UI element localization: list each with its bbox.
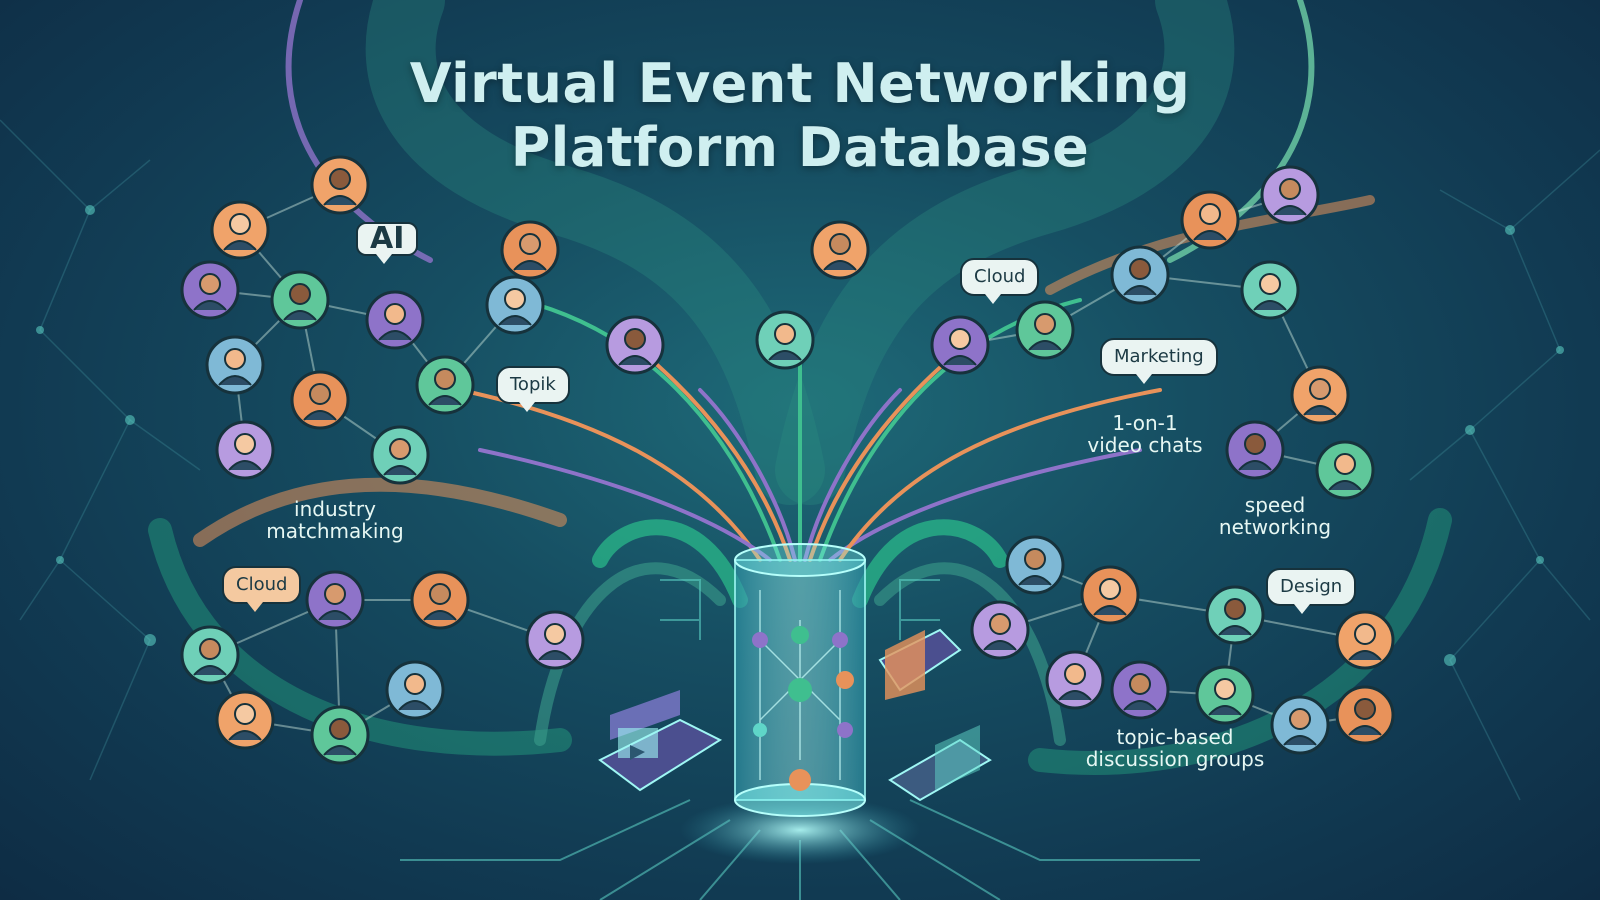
page-title: Virtual Event Networking Platform Databa… bbox=[0, 52, 1600, 180]
person-avatar-icon bbox=[1260, 165, 1320, 225]
person-avatar-icon bbox=[1180, 190, 1240, 250]
database-cylinder bbox=[680, 543, 920, 864]
speed-networking-label: speed networking bbox=[1200, 494, 1350, 538]
person-avatar-icon bbox=[485, 275, 545, 335]
topic-groups-label: topic-based discussion groups bbox=[1070, 726, 1280, 770]
meeting-room-icon bbox=[878, 628, 992, 802]
person-avatar-icon bbox=[1335, 610, 1395, 670]
title-line-2: Platform Database bbox=[510, 116, 1090, 179]
industry-label-line-1: industry bbox=[294, 497, 376, 521]
person-avatar-icon bbox=[930, 315, 990, 375]
person-avatar-icon bbox=[370, 425, 430, 485]
person-avatar-icon bbox=[310, 705, 370, 765]
person-avatar-icon bbox=[410, 570, 470, 630]
person-avatar-icon bbox=[1270, 695, 1330, 755]
video-label-line-2: video chats bbox=[1087, 433, 1203, 457]
video-label-line-1: 1-on-1 bbox=[1112, 411, 1178, 435]
person-avatar-icon bbox=[525, 610, 585, 670]
person-avatar-icon bbox=[270, 270, 330, 330]
person-avatar-icon bbox=[1290, 365, 1350, 425]
person-avatar-icon bbox=[1045, 650, 1105, 710]
stage-room-icon bbox=[598, 690, 723, 792]
person-avatar-icon bbox=[1080, 565, 1140, 625]
person-avatar-icon bbox=[1015, 300, 1075, 360]
marketing-speech-bubble: Marketing bbox=[1100, 338, 1218, 384]
person-avatar-icon bbox=[180, 625, 240, 685]
person-avatar-icon bbox=[1005, 535, 1065, 595]
person-avatar-icon bbox=[180, 260, 240, 320]
person-avatar-icon bbox=[290, 370, 350, 430]
person-avatar-icon bbox=[215, 420, 275, 480]
person-avatar-icon bbox=[215, 690, 275, 750]
person-avatar-icon bbox=[210, 200, 270, 260]
circuit-traces bbox=[400, 579, 1200, 900]
person-avatar-icon bbox=[1110, 660, 1170, 720]
person-avatar-icon bbox=[205, 335, 265, 395]
speed-label-line-1: speed bbox=[1244, 493, 1306, 517]
person-avatar-icon bbox=[385, 660, 445, 720]
title-line-1: Virtual Event Networking bbox=[409, 52, 1191, 115]
speed-label-line-2: networking bbox=[1218, 515, 1332, 539]
person-avatar-icon bbox=[1335, 685, 1395, 745]
person-avatar-icon bbox=[1240, 260, 1300, 320]
industry-matchmaking-label: industry matchmaking bbox=[255, 498, 415, 542]
ai-speech-bubble: AI bbox=[356, 222, 419, 264]
person-avatar-icon bbox=[1195, 665, 1255, 725]
topic-label-line-2: discussion groups bbox=[1085, 747, 1265, 771]
person-avatar-icon bbox=[305, 570, 365, 630]
cloud-speech-bubble-left: Cloud bbox=[222, 566, 302, 612]
topik-speech-bubble: Topik bbox=[496, 366, 570, 412]
person-avatar-icon bbox=[1315, 440, 1375, 500]
design-speech-bubble: Design bbox=[1266, 568, 1357, 614]
industry-label-line-2: matchmaking bbox=[266, 519, 404, 543]
person-avatar-icon bbox=[310, 155, 370, 215]
background-nodes bbox=[36, 205, 1564, 666]
person-avatar-icon bbox=[810, 220, 870, 280]
person-avatar-icon bbox=[1110, 245, 1170, 305]
person-avatar-icon bbox=[365, 290, 425, 350]
person-avatar-icon bbox=[1205, 585, 1265, 645]
topic-label-line-1: topic-based bbox=[1116, 725, 1234, 749]
person-avatar-icon bbox=[415, 355, 475, 415]
person-avatar-icon bbox=[970, 600, 1030, 660]
cloud-speech-bubble-right: Cloud bbox=[960, 258, 1040, 304]
person-avatar-icon bbox=[1225, 420, 1285, 480]
video-chats-label: 1-on-1 video chats bbox=[1060, 412, 1230, 456]
people-network bbox=[180, 155, 1395, 765]
person-avatar-icon bbox=[755, 310, 815, 370]
person-avatar-icon bbox=[500, 220, 560, 280]
person-avatar-icon bbox=[605, 315, 665, 375]
